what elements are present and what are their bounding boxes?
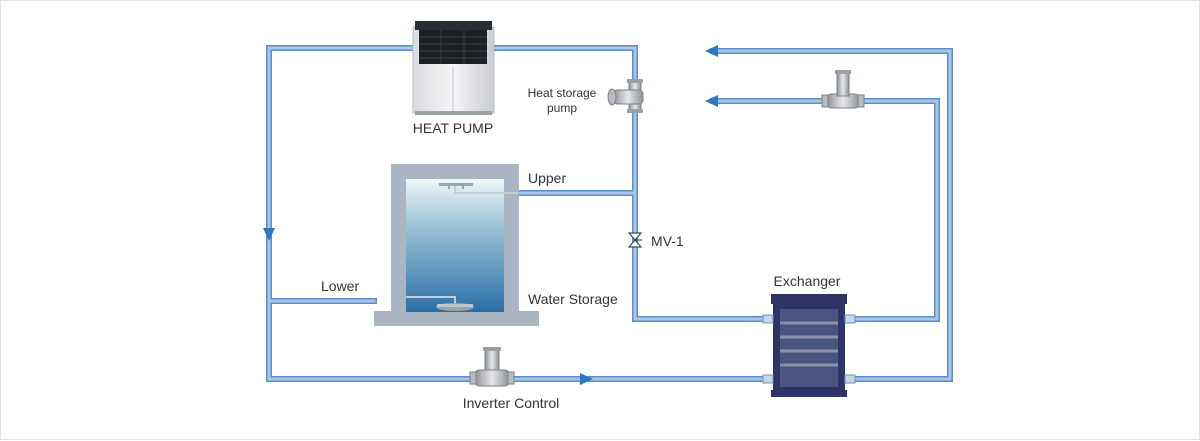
heat-storage-pump-label-line2: pump xyxy=(547,101,577,115)
flow-arrow-top-return xyxy=(705,45,718,57)
exchanger-label: Exchanger xyxy=(774,273,841,289)
water-storage-tank xyxy=(374,164,539,326)
pipe-network xyxy=(266,45,953,382)
mv1-label: MV-1 xyxy=(651,233,684,249)
flow-arrow-bottom-right xyxy=(580,373,593,385)
inverter-pump xyxy=(469,347,515,387)
heat-storage-pump xyxy=(607,79,644,113)
flow-arrow-left-down xyxy=(263,228,275,241)
mv1-valve xyxy=(627,232,643,248)
flow-arrows xyxy=(263,45,718,385)
heat-storage-pump-label-line1: Heat storage xyxy=(528,86,597,100)
lower-port-label: Lower xyxy=(321,278,359,294)
plate-heat-exchanger xyxy=(762,294,856,397)
heat-pump-unit xyxy=(412,21,495,115)
inverter-control-label: Inverter Control xyxy=(463,395,559,411)
upper-port-label: Upper xyxy=(528,170,566,186)
return-pump xyxy=(821,70,865,109)
water-storage-label: Water Storage xyxy=(528,291,618,307)
heat-pump-label: HEAT PUMP xyxy=(413,120,493,136)
flow-arrow-mid-return xyxy=(705,95,718,107)
